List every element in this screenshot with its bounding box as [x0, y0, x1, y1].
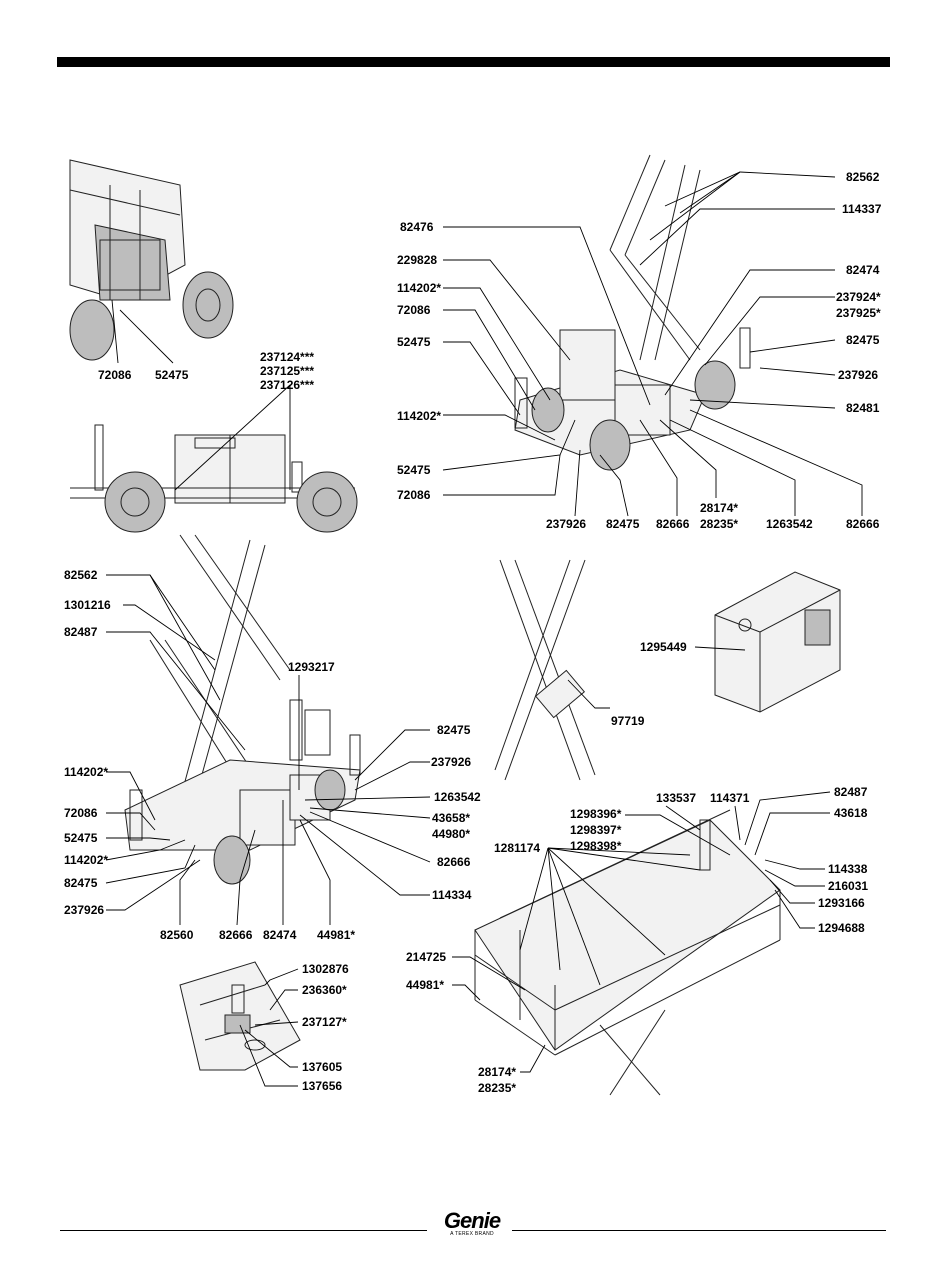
- part-label: 82474: [263, 928, 297, 942]
- part-label: 82474: [846, 263, 880, 277]
- part-label: 229828: [397, 253, 437, 267]
- genie-logo: Genie A TEREX BRAND: [436, 1208, 508, 1238]
- drawing-tray: [179, 961, 301, 1071]
- logo-tagline: A TEREX BRAND: [450, 1231, 494, 1237]
- leader-lines: [105, 171, 863, 1087]
- part-label: 72086: [98, 368, 132, 382]
- drawing-machine-front-left: [124, 534, 361, 885]
- part-label: 114338: [828, 862, 868, 876]
- part-label: 1263542: [434, 790, 481, 804]
- drawing-scissor-arms: [494, 559, 596, 781]
- part-label: 237925*: [836, 306, 881, 320]
- part-label: 114202*: [397, 409, 441, 423]
- part-label: 82475: [64, 876, 98, 890]
- part-label: 28235*: [700, 517, 738, 531]
- part-label: 72086: [397, 303, 431, 317]
- part-label: 82560: [160, 928, 194, 942]
- footer-rule-right: [512, 1230, 886, 1231]
- part-label: 82666: [437, 855, 471, 869]
- part-label: 43618: [834, 806, 868, 820]
- drawing-control-box: [714, 571, 841, 713]
- part-label: 1298398*: [570, 839, 622, 853]
- part-label: 236360*: [302, 983, 347, 997]
- part-label: 133537: [656, 791, 696, 805]
- header-bar: [57, 57, 890, 67]
- part-label: 52475: [64, 831, 98, 845]
- part-label: 72086: [64, 806, 98, 820]
- drawing-front-chassis-closeup: [69, 159, 234, 361]
- part-label: 82562: [64, 568, 98, 582]
- part-label: 137605: [302, 1060, 342, 1074]
- part-label: 114202*: [64, 765, 108, 779]
- part-label: 1302876: [302, 962, 349, 976]
- part-label: 114334: [432, 888, 472, 902]
- part-label: 237126***: [260, 378, 314, 392]
- part-label: 237924*: [836, 290, 881, 304]
- part-label: 1298396*: [570, 807, 622, 821]
- part-label: 214725: [406, 950, 446, 964]
- part-label: 82475: [846, 333, 880, 347]
- part-label: 52475: [155, 368, 189, 382]
- part-label: 114202*: [64, 853, 108, 867]
- part-label: 1263542: [766, 517, 813, 531]
- part-label: 216031: [828, 879, 868, 893]
- drawing-side-chassis: [70, 424, 358, 533]
- part-label: 72086: [397, 488, 431, 502]
- part-label: 114202*: [397, 281, 441, 295]
- part-label: 237926: [838, 368, 878, 382]
- drawing-machine-right-rear: [514, 154, 751, 471]
- part-label: 82476: [400, 220, 434, 234]
- part-label: 82487: [834, 785, 868, 799]
- part-label: 82562: [846, 170, 880, 184]
- part-label: 28174*: [700, 501, 738, 515]
- part-label: 114371: [710, 791, 750, 805]
- part-label: 82481: [846, 401, 880, 415]
- part-label: 1281174: [494, 841, 540, 855]
- part-label: 82666: [656, 517, 690, 531]
- part-label: 237127*: [302, 1015, 347, 1029]
- part-label: 28174*: [478, 1065, 516, 1079]
- part-label: 97719: [611, 714, 645, 728]
- part-label: 82487: [64, 625, 98, 639]
- part-label: 114337: [842, 202, 882, 216]
- part-label: 52475: [397, 463, 431, 477]
- part-label: 1293217: [288, 660, 335, 674]
- part-label: 237926: [64, 903, 104, 917]
- part-label: 82475: [437, 723, 471, 737]
- part-label: 1298397*: [570, 823, 622, 837]
- part-label: 1301216: [64, 598, 111, 612]
- part-label: 1294688: [818, 921, 865, 935]
- part-label: 52475: [397, 335, 431, 349]
- part-label: 237926: [546, 517, 586, 531]
- part-label: 237926: [431, 755, 471, 769]
- part-label: 1295449: [640, 640, 687, 654]
- part-label: 1293166: [818, 896, 865, 910]
- part-label: 82666: [846, 517, 880, 531]
- part-label: 43658*: [432, 811, 470, 825]
- part-label: 44980*: [432, 827, 470, 841]
- part-label: 82475: [606, 517, 640, 531]
- drawing-platform: [474, 809, 781, 1096]
- part-label: 137656: [302, 1079, 342, 1093]
- part-label: 82666: [219, 928, 253, 942]
- part-label: 28235*: [478, 1081, 516, 1095]
- footer-rule-left: [60, 1230, 427, 1231]
- logo-wordmark: Genie: [443, 1208, 501, 1233]
- part-label: 237125***: [260, 364, 314, 378]
- part-label: 44981*: [406, 978, 444, 992]
- part-label: 237124***: [260, 350, 314, 364]
- part-label: 44981*: [317, 928, 355, 942]
- part-labels: 72086 52475 237124*** 237125*** 237126**…: [64, 170, 882, 1095]
